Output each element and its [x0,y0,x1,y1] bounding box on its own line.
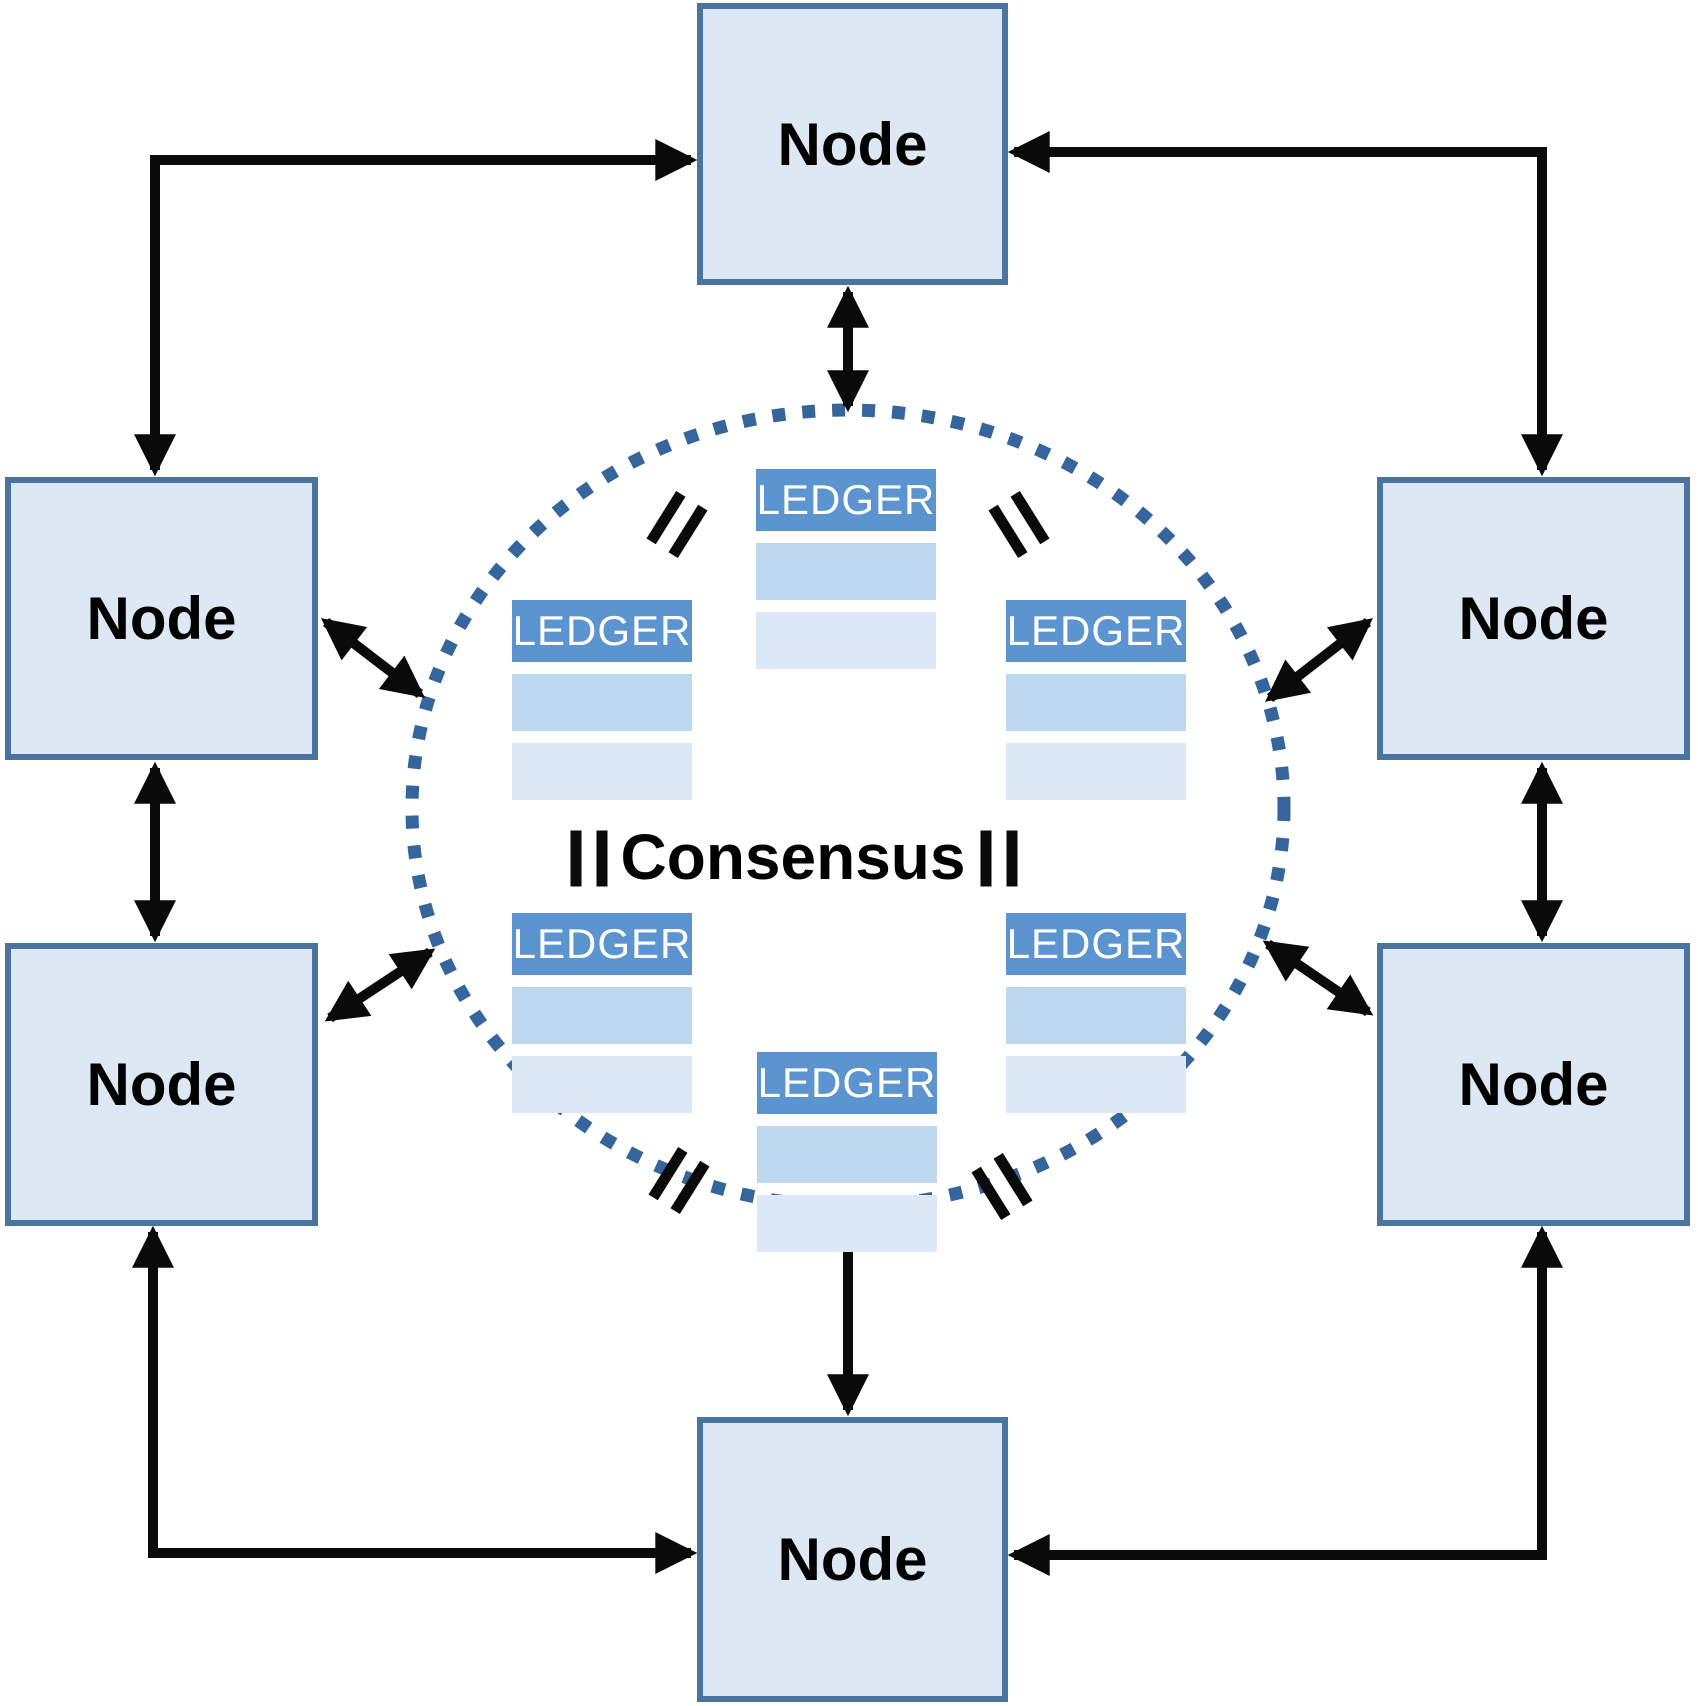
ledger-header: LEDGER [512,600,692,662]
arrow-upper-right-diagonal [1265,618,1373,702]
equals-sign-mid-left [570,830,608,887]
ledger-table-low-left: LEDGER [512,913,692,1113]
node-box-top: Node [697,3,1008,285]
ledger-row [1006,987,1186,1044]
consensus-circle [405,403,1291,1213]
ledger-row [1006,743,1186,800]
ledger-row [512,674,692,731]
ledger-header: LEDGER [1006,913,1186,975]
consensus-label: Consensus [620,821,966,893]
ledger-table-low-right: LEDGER [1006,913,1186,1113]
ledger-row [512,743,692,800]
node-box-bottom: Node [697,1417,1008,1702]
ledger-header: LEDGER [512,913,692,975]
node-box-upper-left: Node [5,477,318,760]
node-label: Node [777,110,928,178]
ledger-row [512,1056,692,1113]
arrow-bottom-left-elbow [132,1225,698,1574]
ledger-table-top-center: LEDGER [756,469,936,669]
ledger-row [757,1126,937,1183]
node-box-lower-right: Node [1377,943,1690,1226]
arrow-top-right-elbow [1007,131,1563,477]
node-box-upper-right: Node [1377,477,1690,760]
node-label: Node [1458,585,1609,652]
arrow-upper-left-diagonal [320,618,426,698]
node-label: Node [86,585,237,652]
ledger-row [1006,674,1186,731]
ledger-row [757,1195,937,1252]
node-label: Node [1458,1051,1609,1118]
arrow-lower-right-diagonal [1262,939,1374,1017]
equals-sign-mid-right [980,830,1018,887]
node-label: Node [777,1526,928,1593]
ledger-row [1006,1056,1186,1113]
arrow-bottom-right-elbow [1007,1225,1563,1576]
ledger-row [756,543,936,600]
ledger-table-mid-left: LEDGER [512,600,692,800]
node-label: Node [86,1051,237,1118]
arrow-lower-left-diagonal [324,947,436,1023]
node-box-lower-left: Node [5,943,318,1226]
ledger-row [512,987,692,1044]
ledger-header: LEDGER [757,1052,937,1114]
ledger-table-mid-right: LEDGER [1006,600,1186,800]
ledger-table-bottom-center: LEDGER [757,1052,937,1252]
ledger-row [756,612,936,669]
ledger-header: LEDGER [1006,600,1186,662]
arrow-top-left-elbow [134,139,698,477]
ledger-header: LEDGER [756,469,936,531]
